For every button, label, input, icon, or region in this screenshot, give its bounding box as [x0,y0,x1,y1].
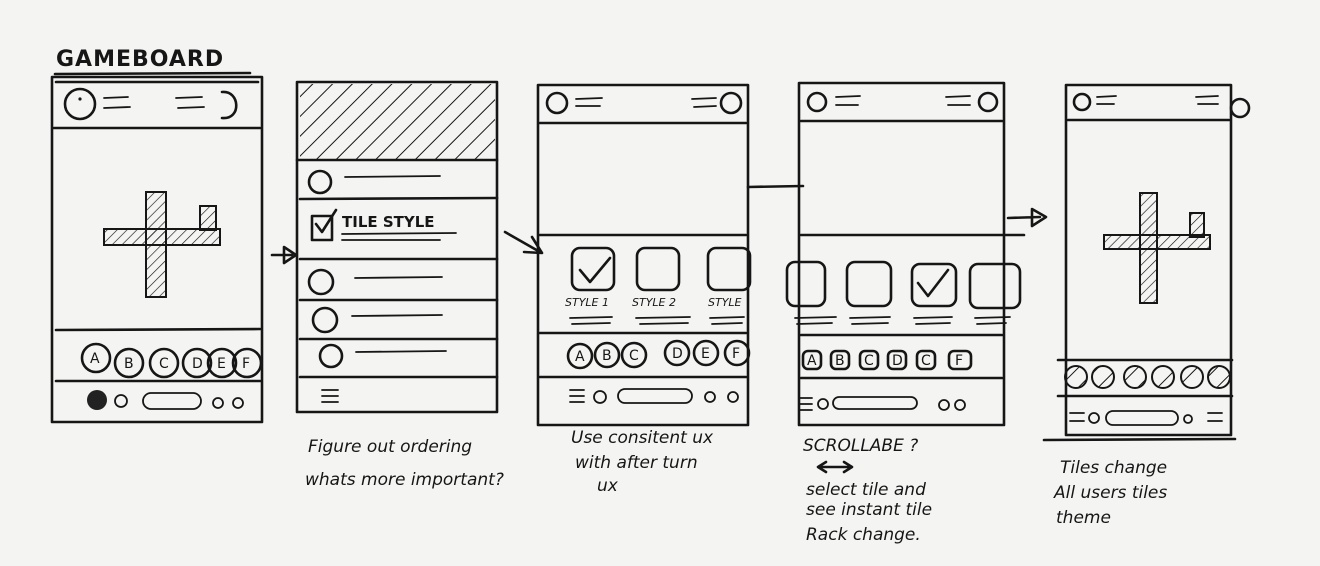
tile-e: C [921,353,931,369]
tile-b: B [835,353,845,369]
frame-scrolling-styles: A B C D C F [787,83,1024,425]
tile-e: E [217,356,226,372]
frame-gameboard: A B C D E F [52,77,262,422]
frame-tile-styles: STYLE 1 STYLE 2 STYLE A B C D E F [538,85,750,425]
tile-d: D [192,356,203,372]
tile-b: B [602,348,612,364]
tile-f: F [242,356,250,372]
tile-f: F [955,353,963,369]
note-scrollable: SCROLLABE ? select tile and see instant … [803,436,932,545]
style-2-label: STYLE 2 [632,296,676,309]
tile-e: E [701,346,710,362]
style-1-label: STYLE 1 [565,296,609,309]
note-ordering: Figure out ordering whats more important… [305,437,504,490]
svg-text:Rack change.: Rack change. [806,525,921,545]
svg-text:Figure out ordering: Figure out ordering [308,437,472,457]
svg-text:whats more important?: whats more important? [305,470,504,490]
tile-a: A [575,349,585,365]
tile-f: F [732,346,740,362]
svg-text:All users tiles: All users tiles [1053,483,1167,503]
svg-text:see instant tile: see instant tile [806,500,932,520]
svg-text:Tiles change: Tiles change [1060,458,1167,478]
svg-text:Use consitent ux: Use consitent ux [571,428,714,448]
note-tiles-theme: Tiles change All users tiles theme [1053,458,1167,528]
profile-icon [65,89,95,119]
svg-text:SCROLLABE ?: SCROLLABE ? [803,436,918,456]
tile-b: B [124,356,134,372]
svg-text:theme: theme [1056,508,1111,528]
frame-menu: TILE STYLE [297,82,497,412]
tile-a: A [807,353,817,369]
style-3-label: STYLE [708,296,742,309]
sketch-title: GAMEBOARD [56,47,224,72]
svg-text:with after turn: with after turn [575,453,698,473]
tile-d: D [892,353,903,369]
svg-text:select tile and: select tile and [806,480,926,500]
tile-d: D [672,346,683,362]
tile-c: C [159,356,169,372]
svg-text:ux: ux [597,476,619,496]
frame-themed-board [1044,85,1249,440]
note-consistent-ux: Use consitent ux with after turn ux [571,428,714,496]
menu-icon [222,92,236,118]
tile-c: C [864,353,874,369]
tile-c: C [629,348,639,364]
tile-a: A [90,351,100,367]
menu-item-tile-style: TILE STYLE [342,213,435,231]
tile-rack: A B C D E F [82,344,261,377]
